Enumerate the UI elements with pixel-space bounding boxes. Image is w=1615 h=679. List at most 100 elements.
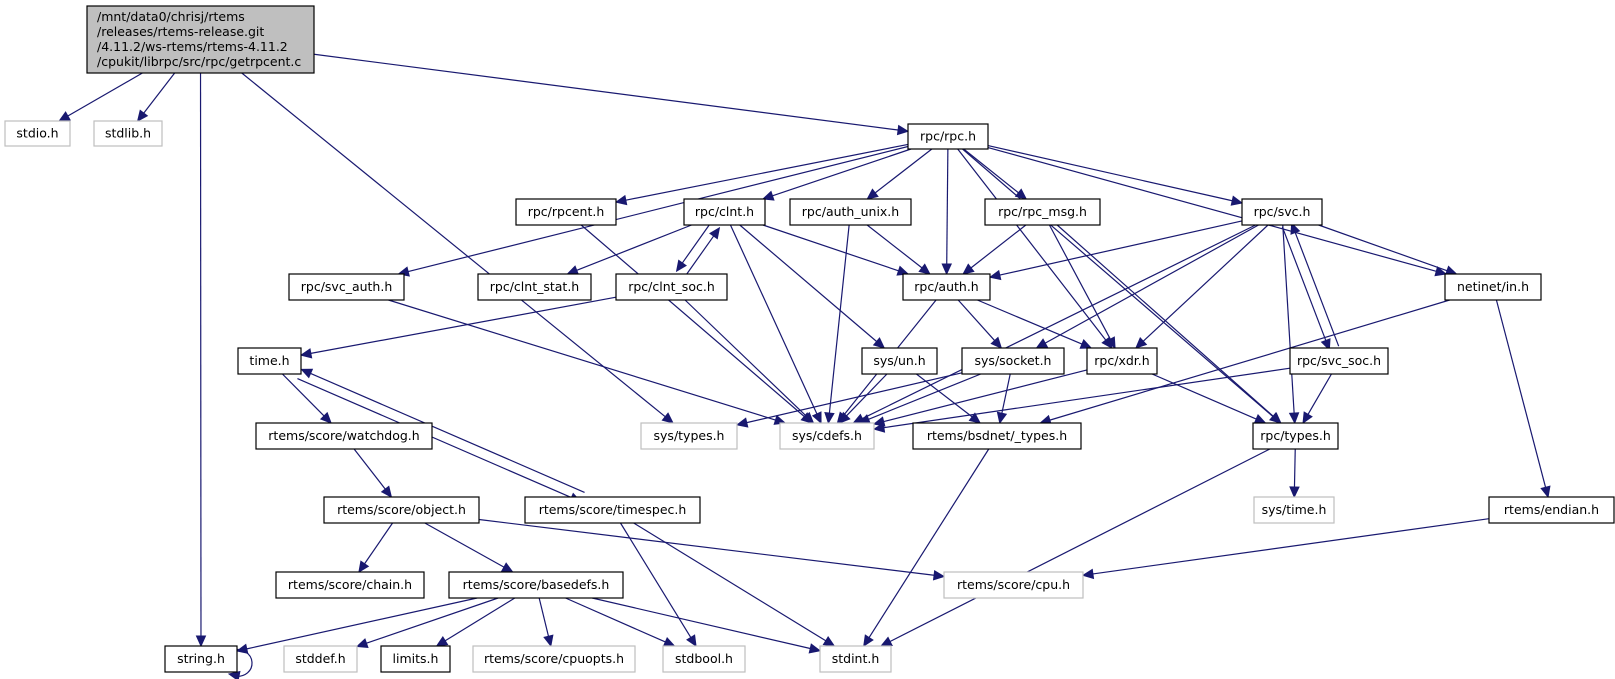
node-bsdnet-types[interactable]: rtems/bsdnet/_types.h (912, 422, 1082, 450)
arrowhead-icon (58, 111, 71, 122)
node-rpc[interactable]: rpc/rpc.h (907, 123, 989, 150)
node-auth[interactable]: rpc/auth.h (902, 273, 991, 301)
edge-line (408, 145, 909, 273)
arrowhead-icon (1302, 411, 1313, 425)
node-box (255, 422, 433, 450)
edge-line (1092, 518, 1490, 575)
node-label: rpc/svc.h (1254, 204, 1311, 219)
edge-line (746, 372, 963, 424)
node-box (1289, 347, 1389, 375)
nodes-layer: /mnt/data0/chrisj/rtems/releases/rtems-r… (4, 5, 1615, 673)
node-cpu[interactable]: rtems/score/cpu.h (943, 571, 1084, 599)
node-stddef[interactable]: stddef.h (283, 645, 358, 673)
arrowhead-icon (1081, 568, 1095, 580)
node-cpuopts[interactable]: rtems/score/cpuopts.h (472, 645, 636, 673)
node-clnt-soc[interactable]: rpc/clnt_soc.h (615, 273, 728, 301)
edge-line (962, 148, 1274, 417)
edge-root-to-stdlib (136, 72, 176, 122)
arrowhead-icon (866, 188, 879, 200)
arrowhead-icon (661, 412, 674, 424)
node-netinet-in[interactable]: netinet/in.h (1444, 273, 1542, 301)
node-root[interactable]: /mnt/data0/chrisj/rtems/releases/rtems-r… (86, 5, 315, 74)
node-stdio[interactable]: stdio.h (4, 120, 71, 147)
node-stdint[interactable]: stdint.h (819, 645, 892, 673)
node-label: rtems/bsdnet/_types.h (927, 428, 1067, 443)
edge-line (1293, 448, 1296, 488)
arrowhead-icon (1079, 339, 1093, 349)
edge-line (987, 144, 1233, 202)
node-svc-auth[interactable]: rpc/svc_auth.h (288, 273, 405, 301)
arrowhead-icon (435, 636, 449, 647)
node-label: rtems/score/object.h (337, 502, 466, 517)
node-stdlib[interactable]: stdlib.h (93, 120, 163, 147)
node-box (961, 347, 1065, 375)
node-box (1444, 273, 1542, 301)
arrowhead-icon (872, 416, 886, 427)
node-sys-types[interactable]: sys/types.h (640, 422, 738, 450)
node-box (275, 571, 425, 599)
edge-line (424, 522, 505, 568)
edge-line (999, 220, 1243, 276)
edge-xdr-to-sys_cdefs (872, 369, 1088, 427)
node-chain[interactable]: rtems/score/chain.h (275, 571, 425, 599)
node-box (477, 273, 592, 301)
edge-line (868, 448, 990, 638)
edge-svc-to-sys_socket (1035, 224, 1259, 349)
node-clnt[interactable]: rpc/clnt.h (683, 198, 766, 226)
node-rpc-types[interactable]: rpc/types.h (1252, 422, 1339, 450)
node-box (984, 198, 1101, 226)
arrowhead-icon (808, 643, 822, 654)
edge-line (478, 518, 935, 576)
arrowhead-icon (988, 269, 1002, 281)
arrowhead-icon (1289, 486, 1300, 499)
node-label: rtems/score/timespec.h (539, 502, 687, 517)
edge-line (281, 373, 325, 417)
node-box (819, 645, 892, 673)
node-label: sys/socket.h (975, 353, 1052, 368)
node-svc[interactable]: rpc/svc.h (1241, 198, 1323, 226)
node-limits[interactable]: limits.h (380, 645, 451, 673)
node-watchdog[interactable]: rtems/score/watchdog.h (255, 422, 433, 450)
arrowhead-icon (802, 411, 815, 424)
edge-line (313, 53, 899, 131)
node-sys-time[interactable]: sys/time.h (1253, 496, 1335, 524)
node-label: rpc/rpcent.h (528, 204, 605, 219)
node-string[interactable]: string.h (164, 645, 238, 673)
node-label: /releases/rtems-release.git (97, 24, 264, 39)
node-label: rpc/rpc_msg.h (998, 204, 1087, 219)
arrowhead-icon (566, 265, 580, 276)
node-box (472, 645, 636, 673)
node-xdr[interactable]: rpc/xdr.h (1086, 347, 1158, 375)
edge-sys_socket-to-bsdnet_types (996, 373, 1011, 425)
edge-line (889, 448, 1271, 643)
node-basedefs[interactable]: rtems/score/basedefs.h (448, 571, 624, 599)
arrowhead-icon (811, 411, 822, 425)
node-label: string.h (177, 651, 225, 666)
node-stdbool[interactable]: stdbool.h (662, 645, 746, 673)
node-endian[interactable]: rtems/endian.h (1488, 496, 1615, 524)
edge-line (580, 224, 805, 417)
node-object[interactable]: rtems/score/object.h (323, 496, 480, 524)
node-sys-un[interactable]: sys/un.h (861, 347, 938, 375)
edge-line (353, 448, 386, 490)
edge-line (366, 597, 499, 644)
edge-clnt_soc-to-sys_cdefs (684, 299, 815, 424)
node-timespec[interactable]: rtems/score/timespec.h (524, 496, 701, 524)
edge-line (1001, 373, 1011, 414)
node-time[interactable]: time.h (237, 347, 302, 375)
node-box (515, 198, 617, 226)
node-sys-cdefs[interactable]: sys/cdefs.h (779, 422, 875, 450)
node-rpc-msg[interactable]: rpc/rpc_msg.h (984, 198, 1101, 226)
edge-line (619, 522, 692, 638)
node-label: rpc/auth.h (914, 279, 978, 294)
edge-line (633, 522, 827, 642)
node-svc-soc[interactable]: rpc/svc_soc.h (1289, 347, 1389, 375)
edge-sys_socket-to-sys_types (735, 372, 963, 428)
node-auth-unix[interactable]: rpc/auth_unix.h (789, 198, 912, 226)
node-rpcent[interactable]: rpc/rpcent.h (515, 198, 617, 226)
node-sys-socket[interactable]: sys/socket.h (961, 347, 1065, 375)
node-box (323, 496, 480, 524)
node-label: sys/cdefs.h (792, 428, 862, 443)
node-clnt-stat[interactable]: rpc/clnt_stat.h (477, 273, 592, 301)
edge-line (625, 143, 909, 201)
